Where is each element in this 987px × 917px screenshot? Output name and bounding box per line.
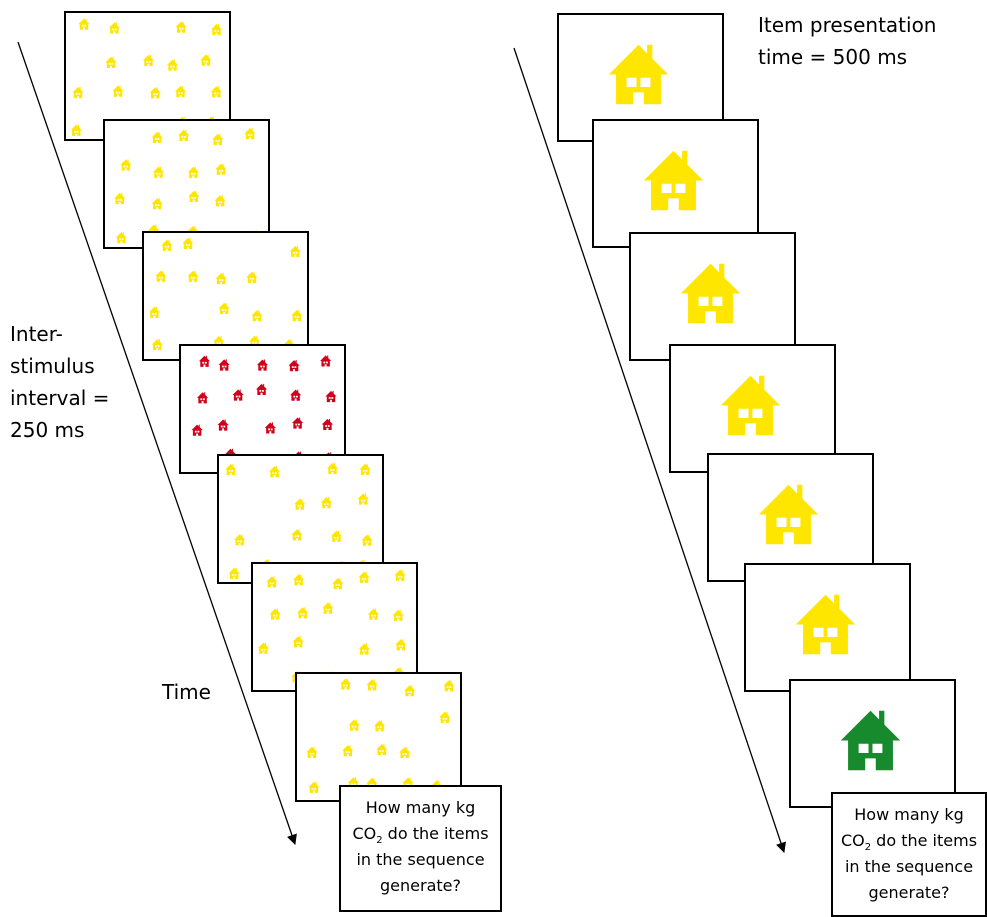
- stimulus-frame: [295, 672, 462, 802]
- question-line: CO2 do the items: [833, 828, 985, 854]
- isi-label-line: 250 ms: [10, 418, 85, 442]
- stimulus-frame: [789, 679, 956, 808]
- presentation-time-label: Item presentation time = 500 ms: [758, 9, 936, 73]
- question-subscript: 2: [864, 842, 872, 854]
- stimulus-frame: [707, 453, 874, 582]
- isi-label-line: stimulus: [10, 354, 95, 378]
- presentation-time-line: time = 500 ms: [758, 45, 908, 69]
- question-line: generate?: [380, 876, 461, 895]
- frame-border: [103, 119, 270, 249]
- right-question-box: How many kg CO2 do the items in the sequ…: [831, 792, 987, 917]
- question-line2-rest: do the items: [382, 824, 489, 843]
- question-line: in the sequence: [844, 857, 974, 876]
- isi-label-line: Inter-: [10, 322, 63, 346]
- stimulus-frame: [744, 563, 911, 692]
- stimulus-frame: [592, 119, 759, 248]
- time-arrow-left: [17, 41, 297, 845]
- stimulus-frame: [179, 344, 346, 474]
- time-arrow-right: [513, 47, 786, 853]
- stimulus-frame: [629, 232, 796, 361]
- stimulus-frame: [217, 454, 384, 584]
- right-frame-sequence: [557, 13, 956, 808]
- question-subscript: 2: [376, 835, 383, 847]
- stimulus-frame: [64, 11, 231, 141]
- stimulus-frame: [142, 231, 309, 361]
- question-line: generate?: [868, 883, 950, 902]
- isi-label-line: interval =: [10, 386, 110, 410]
- stimulus-frame: [103, 119, 270, 249]
- frame-border: [64, 11, 231, 141]
- question-line: CO2 do the items: [341, 821, 500, 847]
- presentation-time-line: Item presentation: [758, 13, 937, 37]
- question-line2-rest: do the items: [871, 831, 978, 850]
- left-frame-sequence: [64, 11, 462, 802]
- question-line: How many kg: [365, 798, 476, 817]
- left-question-box: How many kg CO2 do the items in the sequ…: [339, 785, 502, 912]
- question-line: How many kg: [854, 805, 964, 824]
- frame-border: [295, 672, 462, 802]
- stimulus-frame: [669, 344, 836, 473]
- isi-label: Inter- stimulus interval = 250 ms: [10, 318, 109, 446]
- frame-border: [217, 454, 384, 584]
- frame-border: [142, 231, 309, 361]
- question-co: CO: [840, 831, 865, 850]
- time-label: Time: [162, 680, 211, 704]
- stimulus-frame: [251, 562, 418, 692]
- question-line: in the sequence: [356, 850, 485, 869]
- question-co: CO: [352, 824, 377, 843]
